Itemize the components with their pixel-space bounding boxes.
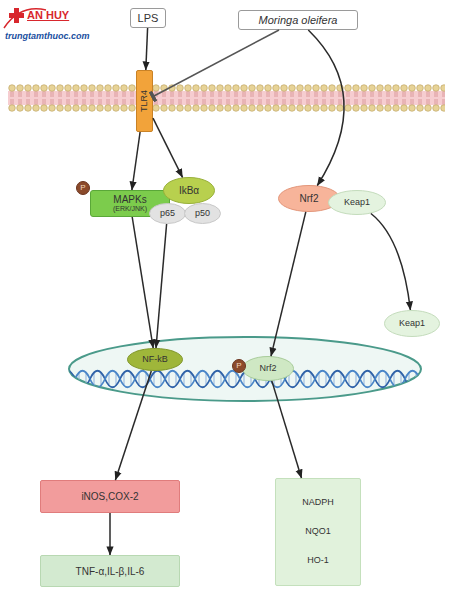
arrow-connector [156, 224, 167, 348]
node-label: NADPH [302, 498, 334, 508]
arrow-connector [109, 513, 111, 555]
antioxidant-box: NADPH NQO1HO-1 [275, 478, 361, 586]
arrow-connector [308, 30, 344, 186]
cell-membrane [8, 84, 445, 112]
cytokine-box: TNF-α,IL-β,IL-6 [40, 555, 180, 587]
node-sublabel: (ERK/JNK) [113, 205, 147, 213]
arrow-connector [115, 371, 151, 480]
protein-ellipse: IkBα [163, 177, 215, 204]
receptor-box: TLR4 [136, 70, 153, 132]
arrow-connector [132, 217, 153, 348]
node-label: P [80, 184, 85, 193]
transcription-factor: Nrf2 [242, 356, 294, 381]
node-label: LPS [138, 12, 159, 24]
node-label: p65 [160, 209, 175, 219]
watermark-brand: AN HUY [27, 9, 69, 21]
node-label: Nrf2 [300, 193, 319, 204]
nucleus [66, 337, 426, 401]
node-label: Moringa oleifera [259, 14, 338, 26]
arrow-connector [271, 212, 306, 356]
node-label: IkBα [179, 185, 199, 196]
arrow-connector [371, 214, 411, 311]
watermark-url: trungtamthuoc.com [5, 31, 90, 41]
node-label: iNOS,COX-2 [81, 491, 138, 502]
protein-ellipse: Keap1 [328, 190, 386, 215]
protein-ellipse: Keap1 [384, 310, 440, 337]
phospho-badge: P [232, 359, 246, 373]
node-label: p50 [195, 209, 210, 219]
arrow-connector [272, 381, 302, 478]
protein-ellipse: p65 [149, 203, 186, 224]
node-label: Nrf2 [259, 364, 276, 374]
gene-product-box: iNOS,COX-2 [40, 480, 180, 513]
arrow-connector [153, 118, 183, 177]
extract-box: Moringa oleifera [238, 10, 358, 30]
node-label: NF-kB [142, 355, 168, 365]
inhibition-connector [153, 30, 279, 97]
node-sublabel: NQO1 [305, 527, 331, 537]
protein-ellipse: p50 [184, 203, 221, 224]
arrow-connector [146, 28, 148, 70]
node-label: MAPKs [113, 194, 146, 205]
node-label: Keap1 [344, 198, 370, 208]
node-label: P [236, 362, 241, 371]
node-label: TNF-α,IL-β,IL-6 [76, 566, 145, 577]
stimulus-box: LPS [130, 8, 166, 28]
node-sublabel: HO-1 [307, 556, 329, 566]
phospho-badge: P [76, 181, 90, 195]
transcription-factor: NF-kB [127, 348, 183, 371]
node-label: TLR4 [140, 90, 150, 112]
arrow-connector [132, 132, 140, 190]
node-label: Keap1 [399, 319, 425, 329]
